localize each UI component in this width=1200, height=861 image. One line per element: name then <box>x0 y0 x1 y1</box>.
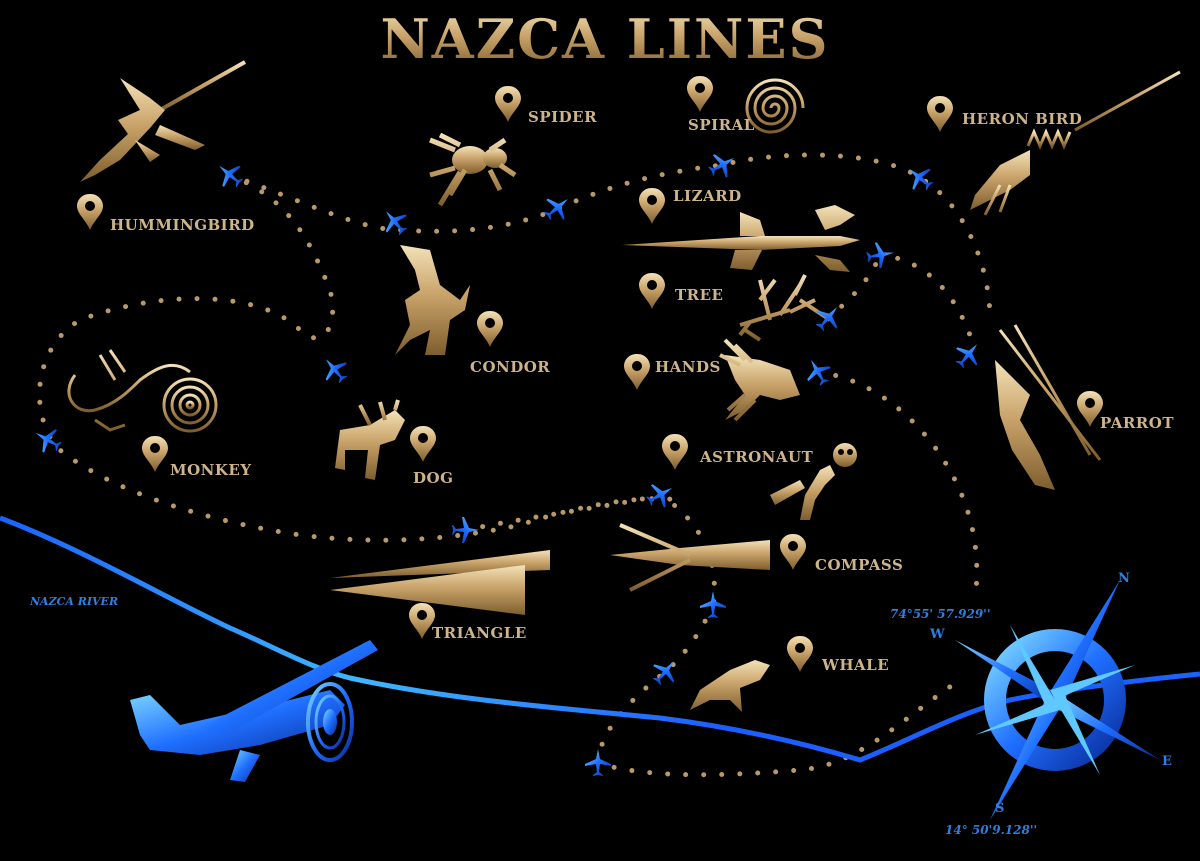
label-text: CONDOR <box>470 358 550 376</box>
label-heron-bird: HERON BIRD <box>927 96 1082 132</box>
label-text: TREE <box>675 286 724 304</box>
label-hands: HANDS <box>624 354 721 390</box>
airplane-icon <box>949 335 987 374</box>
spiral-figure <box>745 78 805 134</box>
latitude-readout: 14° 50'9.128'' <box>945 823 1037 837</box>
label-tree: TREE <box>639 273 724 309</box>
hands-figure <box>719 338 800 422</box>
compass-west: W <box>929 627 945 642</box>
flight-path-segment <box>825 252 883 321</box>
label-monkey: MONKEY <box>142 436 252 479</box>
label-text: PARROT <box>1100 414 1174 432</box>
compass-east: E <box>1162 754 1172 769</box>
map-title: NAZCA LINES <box>380 7 829 71</box>
airplane-icon <box>376 202 414 241</box>
dotted-flight-path <box>37 152 993 778</box>
compass-figure <box>610 523 770 592</box>
label-triangle: TRIANGLE <box>409 603 527 642</box>
label-text: HERON BIRD <box>962 110 1082 128</box>
nazca-river <box>0 515 1200 763</box>
river-label: NAZCA RIVER <box>29 595 118 608</box>
parrot-figure <box>995 324 1102 490</box>
airplane-icon <box>646 652 684 691</box>
airplane-icon <box>799 353 836 390</box>
label-text: WHALE <box>821 656 889 674</box>
airplane-icon <box>900 159 939 197</box>
label-text: DOG <box>413 469 453 487</box>
airplane-icon <box>210 156 249 194</box>
condor-figure <box>395 245 470 355</box>
flight-path-segment <box>877 252 978 353</box>
label-dog: DOG <box>410 426 453 487</box>
label-lizard: LIZARD <box>639 187 742 224</box>
lizard-figure <box>622 205 860 272</box>
label-text: ASTRONAUT <box>699 448 814 466</box>
monkey-figure <box>67 349 218 433</box>
label-text: MONKEY <box>170 461 252 479</box>
flight-path-segment <box>595 602 963 778</box>
airplane-icon <box>864 239 897 271</box>
astronaut-figure <box>770 443 857 520</box>
airplane-icon <box>316 350 354 389</box>
compass-rose-icon: N E S W 74°55' 57.929'' 14° 50'9.128'' <box>890 571 1172 837</box>
airplane-icon <box>538 189 577 227</box>
heron-bird-figure <box>970 70 1181 216</box>
label-text: HANDS <box>655 358 721 376</box>
label-text: COMPASS <box>815 556 903 574</box>
label-spider: SPIDER <box>495 86 597 126</box>
propeller-plane-icon <box>130 640 378 782</box>
compass-south: S <box>995 801 1004 816</box>
longitude-readout: 74°55' 57.929'' <box>890 607 991 621</box>
compass-north: N <box>1118 571 1130 586</box>
flight-path-segment <box>815 369 980 603</box>
label-text: SPIDER <box>528 108 597 126</box>
label-text: TRIANGLE <box>432 624 527 642</box>
label-parrot: PARROT <box>1077 391 1174 432</box>
label-text: LIZARD <box>673 187 742 205</box>
label-text: SPIRAL <box>688 116 755 134</box>
label-astronaut: ASTRONAUT <box>662 434 814 470</box>
airplane-icon <box>585 749 611 776</box>
label-text: HUMMINGBIRD <box>110 216 255 234</box>
label-whale: WHALE <box>787 636 889 674</box>
label-condor: CONDOR <box>470 311 550 376</box>
dog-figure <box>335 399 405 480</box>
label-hummingbird: HUMMINGBIRD <box>77 194 255 234</box>
tree-figure <box>738 274 832 342</box>
flight-path-segment <box>227 152 993 323</box>
label-compass: COMPASS <box>780 534 903 574</box>
spider-figure <box>429 132 517 207</box>
label-spiral: SPIRAL <box>687 76 755 134</box>
whale-figure <box>690 660 770 712</box>
hummingbird-figure <box>80 60 246 182</box>
airplane-icon <box>700 591 726 618</box>
triangle-figure <box>330 550 550 615</box>
flight-path-segment <box>462 492 663 533</box>
airplane-icon <box>452 517 479 543</box>
airplane-icon <box>704 146 741 183</box>
